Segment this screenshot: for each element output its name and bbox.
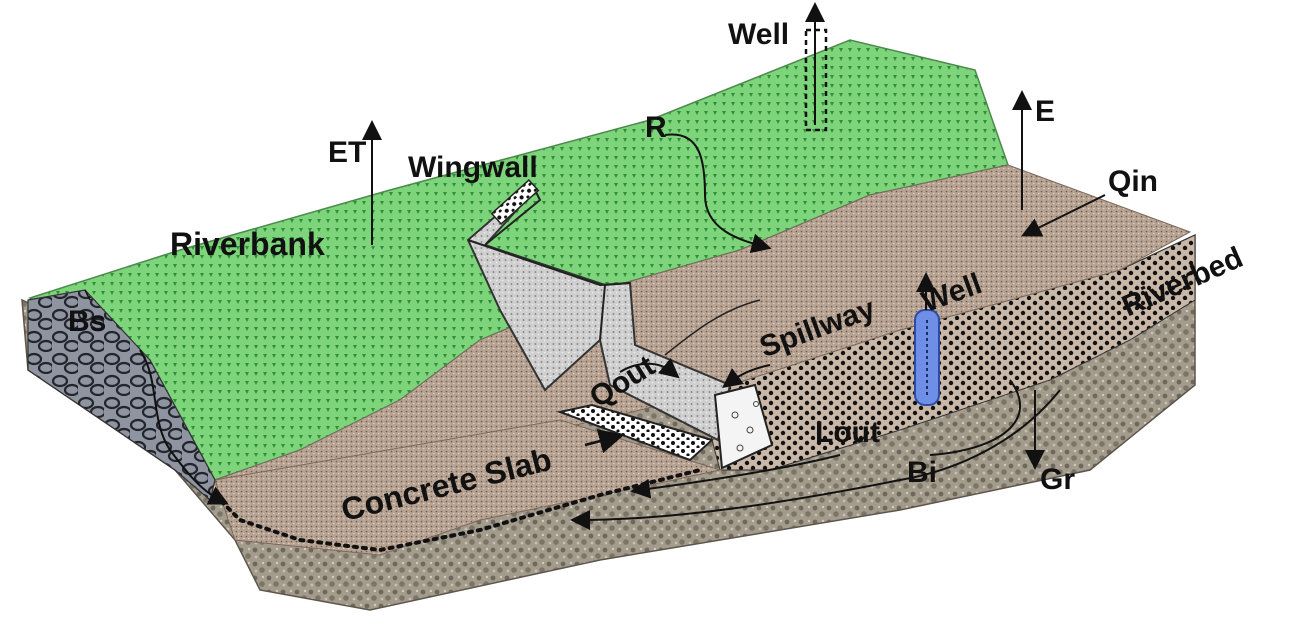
arrow-concrete-slab (584, 429, 625, 454)
label-lout: Lout (815, 416, 880, 449)
wingwall-cap (490, 179, 540, 225)
channel-lower-strip (214, 419, 722, 556)
concrete-slab (556, 403, 714, 462)
arrow-lout (630, 454, 841, 499)
arrow-bi (570, 389, 1061, 530)
spillway-pebble (731, 411, 739, 419)
spillway-pebble (746, 426, 754, 434)
label-bi: Bi (907, 456, 937, 489)
arrow-spillway (721, 364, 771, 388)
spillway-pebble (736, 444, 744, 452)
label-well-top: Well (728, 18, 790, 51)
label-gr: Gr (1040, 463, 1076, 496)
label-qin: Qin (1108, 165, 1158, 198)
label-e: E (1035, 95, 1056, 128)
riverbank-pointer (84, 289, 91, 301)
arrow-qout (619, 357, 680, 379)
spillway-pebble (753, 401, 759, 407)
arrow-qin (1021, 194, 1106, 237)
arrow-r (664, 133, 772, 254)
arrow-bs (139, 349, 229, 505)
label-wingwall: Wingwall (408, 151, 538, 184)
label-riverbank: Riverbank (170, 226, 325, 262)
label-bs: Bs (68, 305, 107, 338)
seepage-boundary (213, 468, 702, 553)
label-r: R (645, 111, 667, 144)
overflow-curve (664, 299, 761, 356)
bi-loop (929, 379, 1022, 456)
label-et: ET (328, 136, 367, 169)
